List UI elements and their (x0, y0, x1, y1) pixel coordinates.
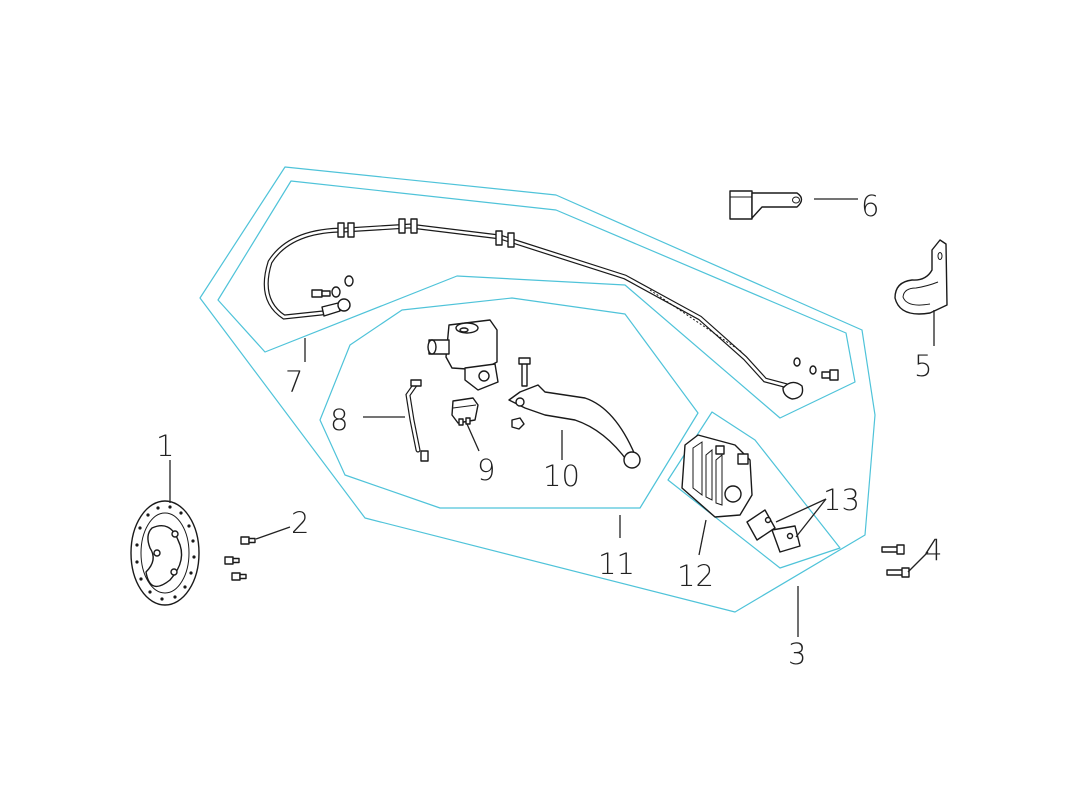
hose-bracket (729, 190, 803, 220)
leader-13b (795, 498, 827, 538)
leader-2 (255, 526, 291, 540)
brake-light-switch (451, 397, 479, 426)
callout-2: 2 (291, 506, 309, 540)
brake-lever (508, 357, 641, 469)
group-outline-assembly-3 (199, 166, 876, 613)
callout-10: 10 (543, 459, 580, 493)
group-outline-caliper-12 (667, 411, 841, 569)
group-outline-master-cylinder-11 (319, 297, 699, 509)
callout-3: 3 (788, 637, 806, 671)
callout-6: 6 (861, 189, 879, 223)
callout-11: 11 (598, 547, 635, 581)
callout-9: 9 (477, 453, 495, 487)
callout-8: 8 (330, 403, 348, 437)
callout-13: 13 (823, 483, 860, 517)
callout-7: 7 (285, 365, 303, 399)
brake-light-switch-wire (405, 379, 429, 462)
brake-disc (130, 500, 200, 606)
group-outline-hose-7 (217, 180, 856, 419)
callout-4: 4 (924, 533, 942, 567)
callout-5: 5 (914, 349, 932, 383)
brake-caliper (681, 434, 753, 518)
disc-bolts (224, 536, 256, 581)
hose-clip (894, 239, 948, 315)
caliper-mounting-bolts (881, 544, 910, 578)
callout-12: 12 (677, 559, 714, 593)
leader-9 (466, 423, 480, 452)
master-cylinder (427, 319, 499, 391)
leader-13a (775, 498, 827, 523)
brake-hose (263, 218, 839, 400)
leader-12 (698, 519, 707, 556)
leader-4 (907, 551, 929, 573)
callout-1: 1 (156, 429, 174, 463)
brake-pads (746, 509, 801, 553)
